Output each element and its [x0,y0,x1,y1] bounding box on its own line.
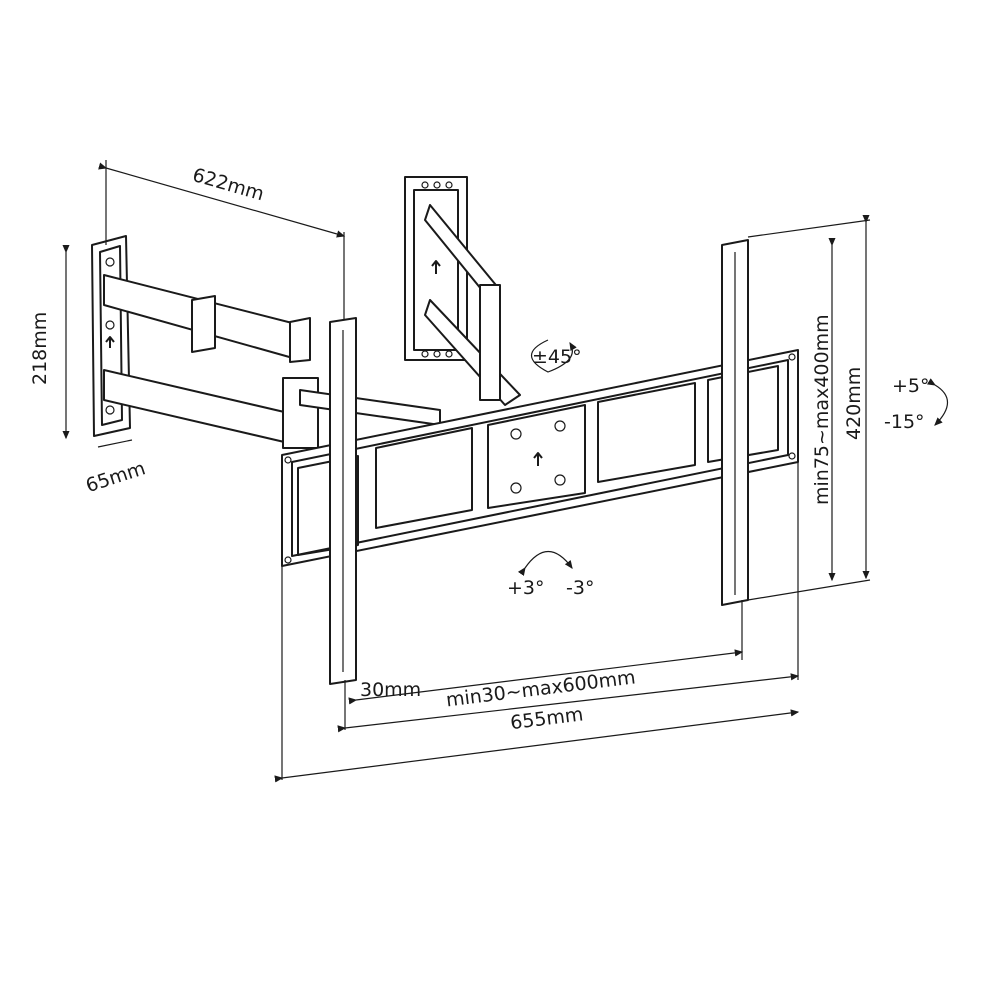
tilt-down-label: -15° [884,411,925,433]
vertical-rail-left [329,317,357,685]
wall-plate-height-label: 218mm [29,312,51,385]
tilt-up-label: +5° [892,375,930,397]
rotation-minus-label: -3° [566,577,594,599]
arm-length-label: 622mm [190,164,267,205]
swivel-label: ±45° [532,346,582,368]
tv-mounting-plate [281,349,799,567]
articulating-arm-upper [103,274,311,363]
vesa-vertical-label: min75~max400mm [811,314,833,505]
wall-plate-swivel-view [404,176,521,406]
rotation-plus-label: +3° [507,577,545,599]
wall-plate-depth-label: 65mm [83,457,148,497]
vesa-horizontal-label: min30~max600mm [445,666,637,711]
rail-width-label: 30mm [360,679,421,701]
overall-height-label: 420mm [843,367,865,440]
dimension-lines [62,160,949,783]
wall-plate-side-view [91,235,131,437]
vertical-rail-right [721,239,749,606]
